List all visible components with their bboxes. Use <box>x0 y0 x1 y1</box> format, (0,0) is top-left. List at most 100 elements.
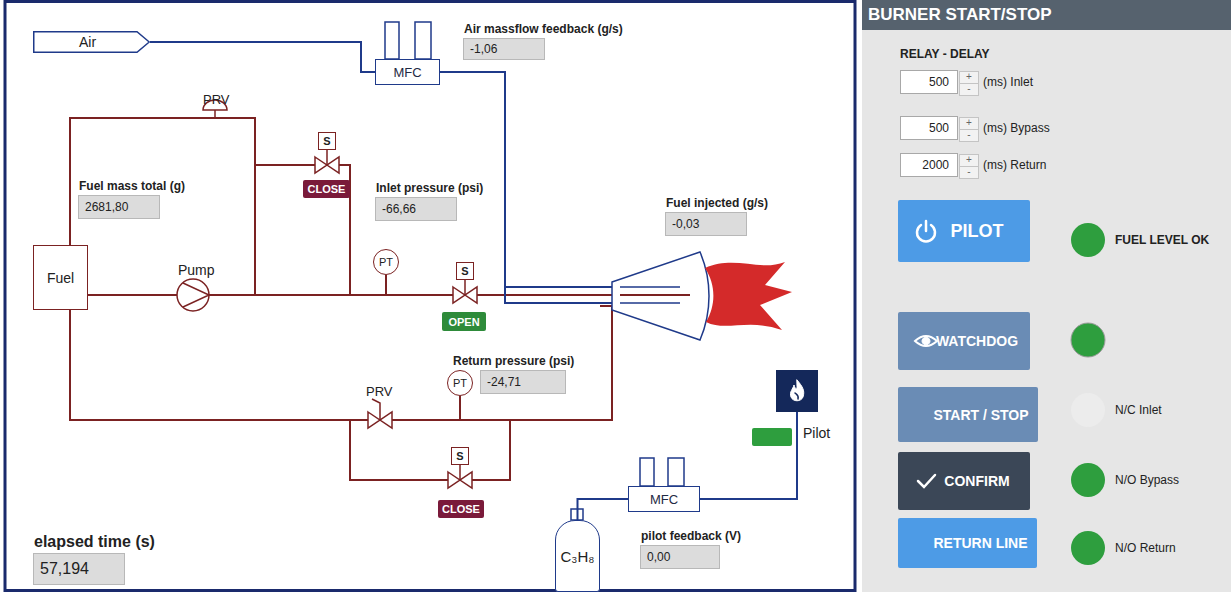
part-label: PRV <box>366 384 393 399</box>
fuel-pipe <box>70 118 255 295</box>
pilot-icon: Pilot <box>776 370 818 412</box>
air-line <box>150 42 375 72</box>
readout-field: Fuel mass total (g)2681,80 <box>78 195 160 219</box>
fuel-pipe <box>459 396 461 420</box>
delay-spinbox: 500+-(ms) Inlet <box>900 70 958 94</box>
valve-status: CLOSE <box>303 180 350 198</box>
solenoid-box: S <box>456 262 474 280</box>
eye-icon <box>912 327 940 355</box>
field-heading: Fuel injected (g/s) <box>666 196 768 210</box>
push-button: PILOT <box>898 200 1030 262</box>
solenoid-box: S <box>451 447 469 465</box>
fuel-tank: Fuel <box>33 245 88 310</box>
flame-icon-stroke <box>795 393 798 399</box>
air-inlet-shape <box>34 32 150 53</box>
power-icon-stroke <box>925 221 928 231</box>
eye-icon-stroke <box>922 337 930 345</box>
indicator-label: FUEL LEVEL OK <box>1115 233 1209 247</box>
burner-symbol <box>612 252 792 340</box>
field-heading: Inlet pressure (psi) <box>376 181 483 195</box>
node-text: MFC <box>393 65 421 80</box>
flame-icon <box>783 377 811 405</box>
node-text: C₃H₈ <box>561 548 595 565</box>
pump-symbol <box>177 279 209 311</box>
part-label: PRV <box>203 92 230 107</box>
valve-symbol <box>372 399 380 420</box>
node-text: CONFIRM <box>944 473 1009 489</box>
indicator-label: (ms) Inlet <box>983 75 1033 89</box>
mfc-symbol <box>415 22 431 59</box>
mfc-box: MFC <box>628 486 700 512</box>
node-text: WATCHDOG <box>936 333 1018 349</box>
node-text: Fuel <box>47 270 74 286</box>
node-text: CLOSE <box>308 183 346 195</box>
status-indicator: N/O Return <box>1071 531 1105 565</box>
mfc-symbol <box>385 22 399 59</box>
node-text: MFC <box>650 492 678 507</box>
indicator-label: N/C Inlet <box>1115 403 1162 417</box>
node-text: S <box>323 135 330 147</box>
field-heading: Return pressure (psi) <box>453 354 574 368</box>
field-heading: elapsed time (s) <box>34 533 155 551</box>
indicator-label: (ms) Return <box>983 158 1046 172</box>
status-indicator: N/C Inlet <box>1071 393 1105 427</box>
delay-spinbox: 500+-(ms) Bypass <box>900 116 958 140</box>
push-button: RETURN LINE <box>898 518 1037 568</box>
node-text: S <box>456 450 463 462</box>
air-line <box>578 499 629 520</box>
spin-button: - <box>959 166 979 179</box>
node-text: 500 <box>929 75 949 89</box>
check-icon-stroke <box>918 475 935 487</box>
node-text: Air <box>79 34 96 50</box>
fuel-pipe <box>70 306 612 420</box>
valve-symbol <box>326 150 328 165</box>
node-text: PT <box>379 256 393 268</box>
readout-field: Inlet pressure (psi)-66,66 <box>375 197 457 221</box>
propane-cylinder: C₃H₈ <box>555 520 600 592</box>
node-text: 500 <box>929 121 949 135</box>
mfc-symbol <box>640 458 654 486</box>
field-heading: Fuel mass total (g) <box>79 179 185 193</box>
readout-field: Fuel injected (g/s)-0,03 <box>665 212 747 236</box>
delay-spinbox: 2000+-(ms) Return <box>900 153 958 177</box>
fuel-pipe <box>255 165 350 295</box>
mfc-box: MFC <box>375 59 440 85</box>
readout-field: Air massflow feedback (g/s)-1,06 <box>463 38 545 60</box>
node-text: 2681,80 <box>85 200 128 214</box>
air-inlet: Air <box>33 31 150 53</box>
readout-field: elapsed time (s)57,194 <box>33 553 125 585</box>
indicator-label: (ms) Bypass <box>983 121 1050 135</box>
pressure-transmitter: PT <box>373 249 399 275</box>
node-text: PILOT <box>951 221 1004 242</box>
node-text: -1,06 <box>470 42 497 56</box>
fuel-pipe <box>350 420 510 480</box>
air-pipe <box>440 72 660 287</box>
status-indicator: N/O Bypass <box>1071 463 1105 497</box>
pump-symbol <box>177 279 209 311</box>
air-line <box>700 412 797 499</box>
process-panel <box>5 2 855 591</box>
node-text: -0,03 <box>672 217 699 231</box>
node-text: PT <box>453 377 467 389</box>
field-heading: pilot feedback (V) <box>641 529 741 543</box>
valve-symbol <box>214 110 216 118</box>
mfc-symbol <box>668 458 684 486</box>
burner-symbol <box>705 262 792 330</box>
burner-symbol <box>612 252 709 340</box>
burner-symbol <box>620 294 690 296</box>
indicator-label: N/O Bypass <box>1115 473 1179 487</box>
status-indicator: FUEL LEVEL OK <box>1071 223 1105 257</box>
mfc-symbol <box>385 22 684 486</box>
field-heading: Air massflow feedback (g/s) <box>464 22 623 36</box>
valve-status: CLOSE <box>438 500 484 518</box>
part-label: Pump <box>178 262 215 278</box>
indicator-label: Pilot <box>803 425 830 441</box>
node-text: -24,71 <box>487 375 521 389</box>
spin-button: - <box>959 129 979 142</box>
fuel-pipe <box>385 275 387 295</box>
watchdog-indicator <box>1071 323 1105 357</box>
burner-symbol <box>620 287 680 303</box>
valve-symbol <box>203 100 477 488</box>
